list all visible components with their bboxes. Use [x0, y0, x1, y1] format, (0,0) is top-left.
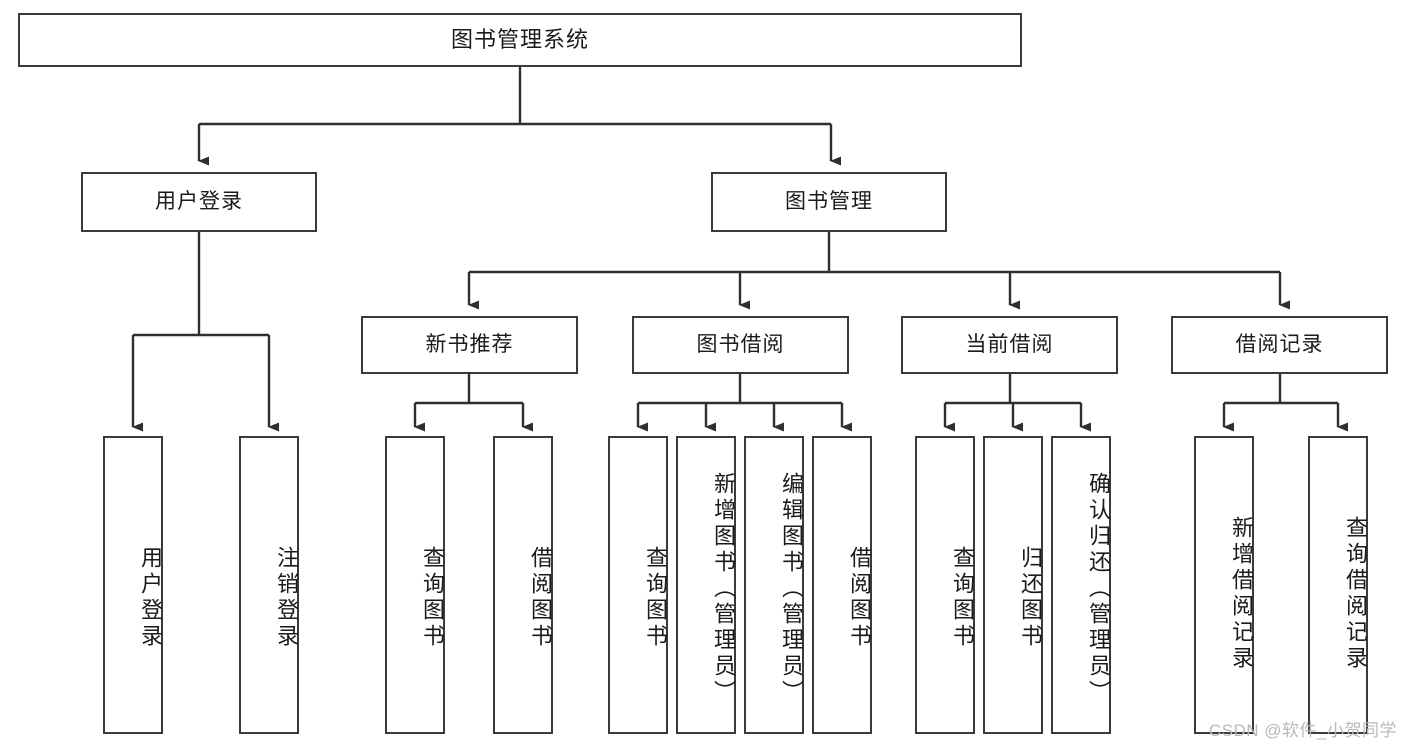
node-borrow-record[interactable]: 借阅记录 — [1171, 316, 1388, 374]
node-label: 新增借阅记录 — [1229, 516, 1254, 672]
node-label: 用户登录 — [155, 190, 243, 214]
node-label: 用户登录 — [138, 546, 163, 650]
node-book-borrow[interactable]: 图书借阅 — [632, 316, 849, 374]
leaf-query-book-recommend[interactable]: 查询图书 — [385, 436, 445, 734]
node-new-book-recommend[interactable]: 新书推荐 — [361, 316, 578, 374]
node-label: 新书推荐 — [425, 333, 514, 357]
csdn-watermark: CSDN @软件_小贺同学 — [1208, 721, 1397, 740]
leaf-user-login[interactable]: 用户登录 — [103, 436, 163, 734]
leaf-borrow-book-recommend[interactable]: 借阅图书 — [493, 436, 553, 734]
leaf-query-borrow-record[interactable]: 查询借阅记录 — [1308, 436, 1368, 734]
node-label: 查询图书 — [643, 546, 668, 650]
node-root-library-system[interactable]: 图书管理系统 — [18, 13, 1022, 67]
leaf-add-borrow-record[interactable]: 新增借阅记录 — [1194, 436, 1254, 734]
node-current-borrow[interactable]: 当前借阅 — [901, 316, 1118, 374]
node-label: 图书管理系统 — [450, 26, 589, 52]
leaf-query-book-borrow[interactable]: 查询图书 — [608, 436, 668, 734]
leaf-query-book-current[interactable]: 查询图书 — [915, 436, 975, 734]
node-label: 新增图书（管理员） — [711, 472, 736, 706]
leaf-return-book[interactable]: 归还图书 — [983, 436, 1043, 734]
node-book-management[interactable]: 图书管理 — [711, 172, 947, 232]
node-label: 当前借阅 — [965, 333, 1054, 357]
leaf-edit-book-admin[interactable]: 编辑图书（管理员） — [744, 436, 804, 734]
node-label: 借阅记录 — [1235, 333, 1324, 357]
node-label: 借阅图书 — [847, 546, 872, 650]
leaf-user-logout[interactable]: 注销登录 — [239, 436, 299, 734]
node-label: 查询借阅记录 — [1343, 516, 1368, 672]
node-label: 图书借阅 — [696, 333, 785, 357]
node-label: 归还图书 — [1018, 546, 1043, 650]
node-label: 图书管理 — [785, 190, 873, 214]
node-user-login[interactable]: 用户登录 — [81, 172, 317, 232]
node-label: 借阅图书 — [528, 546, 553, 650]
node-label: 查询图书 — [420, 546, 445, 650]
node-label: 注销登录 — [274, 546, 299, 650]
leaf-add-book-admin[interactable]: 新增图书（管理员） — [676, 436, 736, 734]
node-label: 编辑图书（管理员） — [779, 472, 804, 706]
leaf-confirm-return-admin[interactable]: 确认归还（管理员） — [1051, 436, 1111, 734]
leaf-borrow-book[interactable]: 借阅图书 — [812, 436, 872, 734]
node-label: 查询图书 — [950, 546, 975, 650]
node-label: 确认归还（管理员） — [1086, 472, 1111, 706]
